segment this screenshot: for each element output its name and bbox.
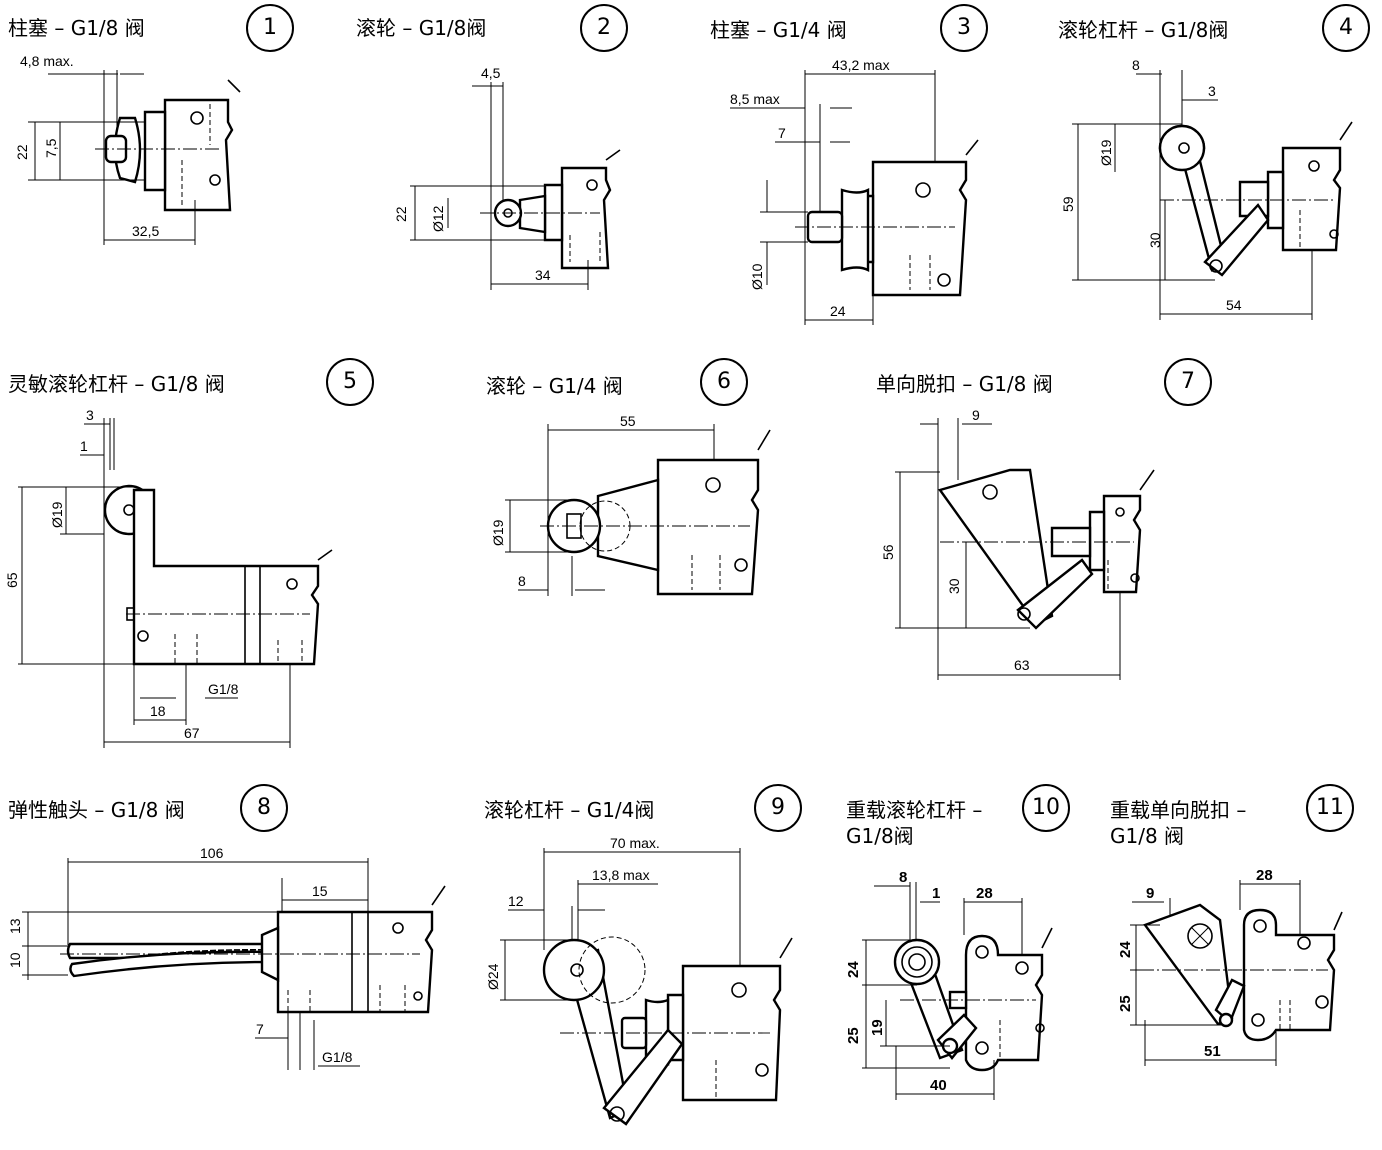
dim-label: 9 — [972, 407, 980, 423]
dim-label: 22 — [14, 144, 30, 160]
dim-label: Ø12 — [430, 205, 446, 232]
dim-label: 7 — [256, 1021, 264, 1037]
dim-label: 32,5 — [132, 223, 159, 239]
panel-title: 柱塞 – G1/4 阀 — [710, 18, 847, 42]
dim-label: 15 — [312, 883, 328, 899]
callout-number: 4 — [1322, 4, 1370, 52]
panel-title: 重载滚轮杠杆 – — [846, 798, 983, 822]
dim-label: 1 — [80, 438, 88, 454]
panel-title-line2: G1/8阀 — [846, 824, 914, 848]
dim-label: 8 — [899, 869, 907, 886]
dim-label: Ø19 — [1098, 139, 1114, 166]
dim-label: 3 — [1208, 83, 1216, 99]
callout-number: 7 — [1164, 358, 1212, 406]
dim-label: 63 — [1014, 657, 1030, 673]
dim-label: 4,8 max. — [20, 53, 74, 69]
callout-number: 2 — [580, 4, 628, 52]
dim-label: 10 — [7, 952, 23, 968]
dim-label: Ø19 — [490, 519, 506, 546]
dim-label: Ø10 — [749, 263, 765, 290]
dim-label: 25 — [845, 1027, 862, 1044]
panel-title: 灵敏滚轮杠杆 – G1/8 阀 — [8, 372, 225, 396]
dim-label: 22 — [393, 206, 409, 222]
dim-label: 7 — [778, 125, 786, 141]
callout-number: 8 — [240, 784, 288, 832]
panel-title-line2: G1/8 阀 — [1110, 824, 1185, 848]
dim-label: 7,5 — [43, 138, 59, 158]
dim-label: 19 — [869, 1019, 886, 1036]
dim-label: 1 — [932, 885, 940, 902]
dim-label: 18 — [150, 703, 166, 719]
callout-number: 5 — [326, 358, 374, 406]
dim-label: 13 — [7, 918, 23, 934]
dim-label: 40 — [930, 1077, 947, 1094]
dim-label: 28 — [1256, 867, 1273, 884]
dim-label: Ø24 — [485, 963, 501, 990]
panel-title: 滚轮杠杆 – G1/4阀 — [484, 798, 655, 822]
dim-label: 34 — [535, 267, 551, 283]
dim-label: 13,8 max — [592, 867, 650, 883]
dim-label: 106 — [200, 845, 224, 861]
panel-title: 柱塞 – G1/8 阀 — [8, 16, 145, 40]
dim-label: 4,5 — [481, 65, 501, 81]
dim-label: 30 — [946, 578, 962, 594]
panel-title: 单向脱扣 – G1/8 阀 — [876, 372, 1053, 396]
callout-number: 6 — [700, 358, 748, 406]
callout-number: 3 — [940, 4, 988, 52]
dim-label: 8 — [1132, 57, 1140, 73]
dim-label: 67 — [184, 725, 200, 741]
dim-label: Ø19 — [49, 501, 65, 528]
dim-label: 43,2 max — [832, 57, 890, 73]
callout-number: 10 — [1022, 784, 1070, 832]
panel-title: 弹性触头 – G1/8 阀 — [8, 798, 185, 822]
dim-label: 24 — [830, 303, 846, 319]
dim-label: G1/8 — [322, 1049, 353, 1065]
dim-label: 28 — [976, 885, 993, 902]
dim-label: 24 — [845, 961, 862, 978]
dim-label: 12 — [508, 893, 524, 909]
callout-number: 11 — [1306, 784, 1354, 832]
dim-label: 59 — [1060, 196, 1076, 212]
panel-title: 滚轮 – G1/4 阀 — [486, 374, 623, 398]
panel-title: 重载单向脱扣 – — [1110, 798, 1247, 822]
dim-label: 56 — [880, 544, 896, 560]
dim-label: 55 — [620, 413, 636, 429]
dim-label: 54 — [1226, 297, 1242, 313]
dim-label: 3 — [86, 407, 94, 423]
dim-label: 24 — [1117, 941, 1134, 958]
dim-label: 30 — [1147, 232, 1163, 248]
dim-label: 51 — [1204, 1043, 1221, 1060]
callout-number: 1 — [246, 4, 294, 52]
dim-label: 9 — [1146, 885, 1154, 902]
dim-label: 70 max. — [610, 835, 660, 851]
dim-label: G1/8 — [208, 681, 239, 697]
dim-label: 8,5 max — [730, 91, 780, 107]
panel-title: 滚轮杠杆 – G1/8阀 — [1058, 18, 1229, 42]
panel-title: 滚轮 – G1/8阀 — [356, 16, 487, 40]
dim-label: 8 — [518, 573, 526, 589]
dim-label: 25 — [1117, 995, 1134, 1012]
callout-number: 9 — [754, 784, 802, 832]
dim-label: 65 — [4, 572, 20, 588]
